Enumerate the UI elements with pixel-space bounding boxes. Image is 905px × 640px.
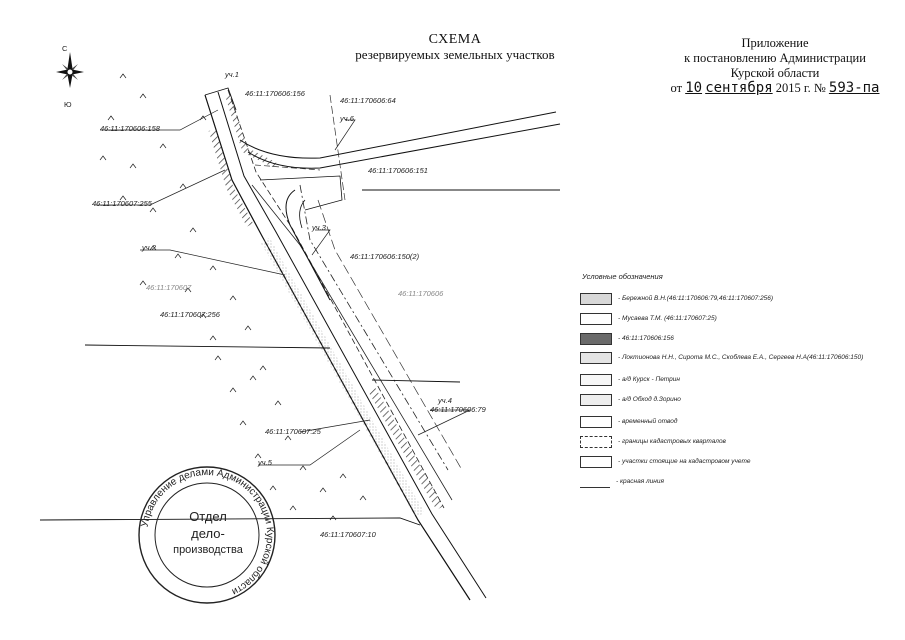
- appendix-line1: Приложение: [741, 36, 809, 50]
- label-c156: 46:11:170606:156: [245, 89, 305, 98]
- label-c64: 46:11:170606:64: [340, 96, 396, 105]
- compass-rose-icon: [56, 52, 84, 88]
- date-year: 2015 г. №: [775, 81, 826, 95]
- label-uch4: уч.4: [438, 396, 452, 405]
- scheme-title: СХЕМА резервируемых земельных участков: [315, 32, 595, 62]
- appendix-date-line: от 10 сентября 2015 г. № 593-па: [650, 81, 900, 96]
- legend-item: - временный отвод: [580, 416, 677, 428]
- compass-north-label: С: [62, 44, 68, 53]
- date-month: сентября: [705, 80, 773, 96]
- label-uch2: уч.2: [142, 243, 156, 252]
- stamp-line3: производства: [173, 544, 243, 556]
- legend-item: - Мусаева Т.М. (46:11:170607:25): [580, 313, 717, 325]
- stamp-line2: дело-: [191, 526, 225, 541]
- date-day: 10: [685, 80, 703, 96]
- legend-item: - границы кадастровых кварталов: [580, 436, 726, 448]
- land-marks: [99, 73, 367, 521]
- label-uch6: уч.6: [340, 114, 354, 123]
- legend-swatch: [580, 333, 612, 345]
- stamp-line1: Отдел: [189, 509, 227, 524]
- decree-number: 593-па: [828, 80, 880, 96]
- scheme-title-line2: резервируемых земельных участков: [355, 47, 555, 62]
- legend-swatch: [580, 394, 612, 406]
- scheme-title-line1: СХЕМА: [428, 32, 482, 47]
- legend-swatch: [580, 416, 612, 428]
- legend-item: - а/д Обход д.Зорино: [580, 394, 681, 406]
- label-c151: 46:11:170606:151: [368, 166, 428, 175]
- legend-label: - Бережной В.Н.(46:11:170606:79,46:11:17…: [618, 295, 774, 302]
- legend-item: - участки стоящие на кадастровом учете: [580, 456, 750, 468]
- label-c25: 46:11:170607:25: [265, 427, 321, 436]
- legend-label: - 46:11:170606:156: [618, 335, 674, 342]
- main-road: [204, 89, 487, 601]
- compass-south-label: Ю: [64, 100, 72, 109]
- label-uch5: уч.5: [258, 458, 272, 467]
- label-quarter-607: 46:11:170607: [146, 283, 192, 292]
- legend-swatch: [580, 313, 612, 325]
- label-c256: 46:11:170607:256: [160, 310, 220, 319]
- legend-label: - участки стоящие на кадастровом учете: [618, 458, 751, 465]
- legend-item: - Локтионова Н.Н., Сирота М.С., Скоблева…: [580, 352, 863, 364]
- label-uch1: уч.1: [225, 70, 239, 79]
- label-quarter-606: 46:11:170606: [398, 289, 444, 298]
- appendix-block: Приложение к постановлению Администрации…: [650, 36, 900, 96]
- legend-title: Условные обозначения: [582, 272, 663, 281]
- appendix-line2: к постановлению Администрации: [684, 51, 866, 65]
- appendix-line3: Курской области: [730, 66, 820, 80]
- legend-swatch: [580, 352, 612, 364]
- legend-label: - Локтионова Н.Н., Сирота М.С., Скоблева…: [618, 354, 864, 361]
- label-c79: 46:11:170606:79: [430, 405, 486, 414]
- legend-label: - границы кадастровых кварталов: [618, 438, 726, 445]
- leader-lines: [95, 109, 471, 466]
- legend-label: - красная линия: [616, 478, 664, 485]
- date-prefix: от: [670, 81, 683, 95]
- legend-label: - а/д Курск - Петрин: [618, 376, 680, 383]
- legend-item: - а/д Курск - Петрин: [580, 374, 680, 386]
- label-c158: 46:11:170606:158: [100, 124, 160, 133]
- legend-swatch: [580, 374, 612, 386]
- label-uch3: уч.3: [312, 223, 326, 232]
- side-road: [239, 94, 561, 301]
- parcel-boundaries: [39, 87, 560, 526]
- legend-item: - 46:11:170606:156: [580, 333, 674, 345]
- legend-label: - временный отвод: [618, 418, 678, 425]
- legend-swatch: [580, 476, 610, 488]
- legend-item: - красная линия: [580, 476, 664, 488]
- legend-swatch: [580, 456, 612, 468]
- stamp-inner: Отдел дело- производства: [168, 508, 248, 559]
- label-c150: 46:11:170606:150(2): [350, 252, 420, 261]
- legend-swatch: [580, 436, 612, 448]
- legend-swatch: [580, 293, 612, 305]
- office-stamp: [138, 466, 276, 604]
- legend-label: - а/д Обход д.Зорино: [618, 396, 681, 403]
- legend-label: - Мусаева Т.М. (46:11:170607:25): [618, 315, 717, 322]
- label-c255: 46:11:170607:255: [92, 199, 152, 208]
- label-c10: 46:11:170607:10: [320, 530, 376, 539]
- legend-item: - Бережной В.Н.(46:11:170606:79,46:11:17…: [580, 293, 773, 305]
